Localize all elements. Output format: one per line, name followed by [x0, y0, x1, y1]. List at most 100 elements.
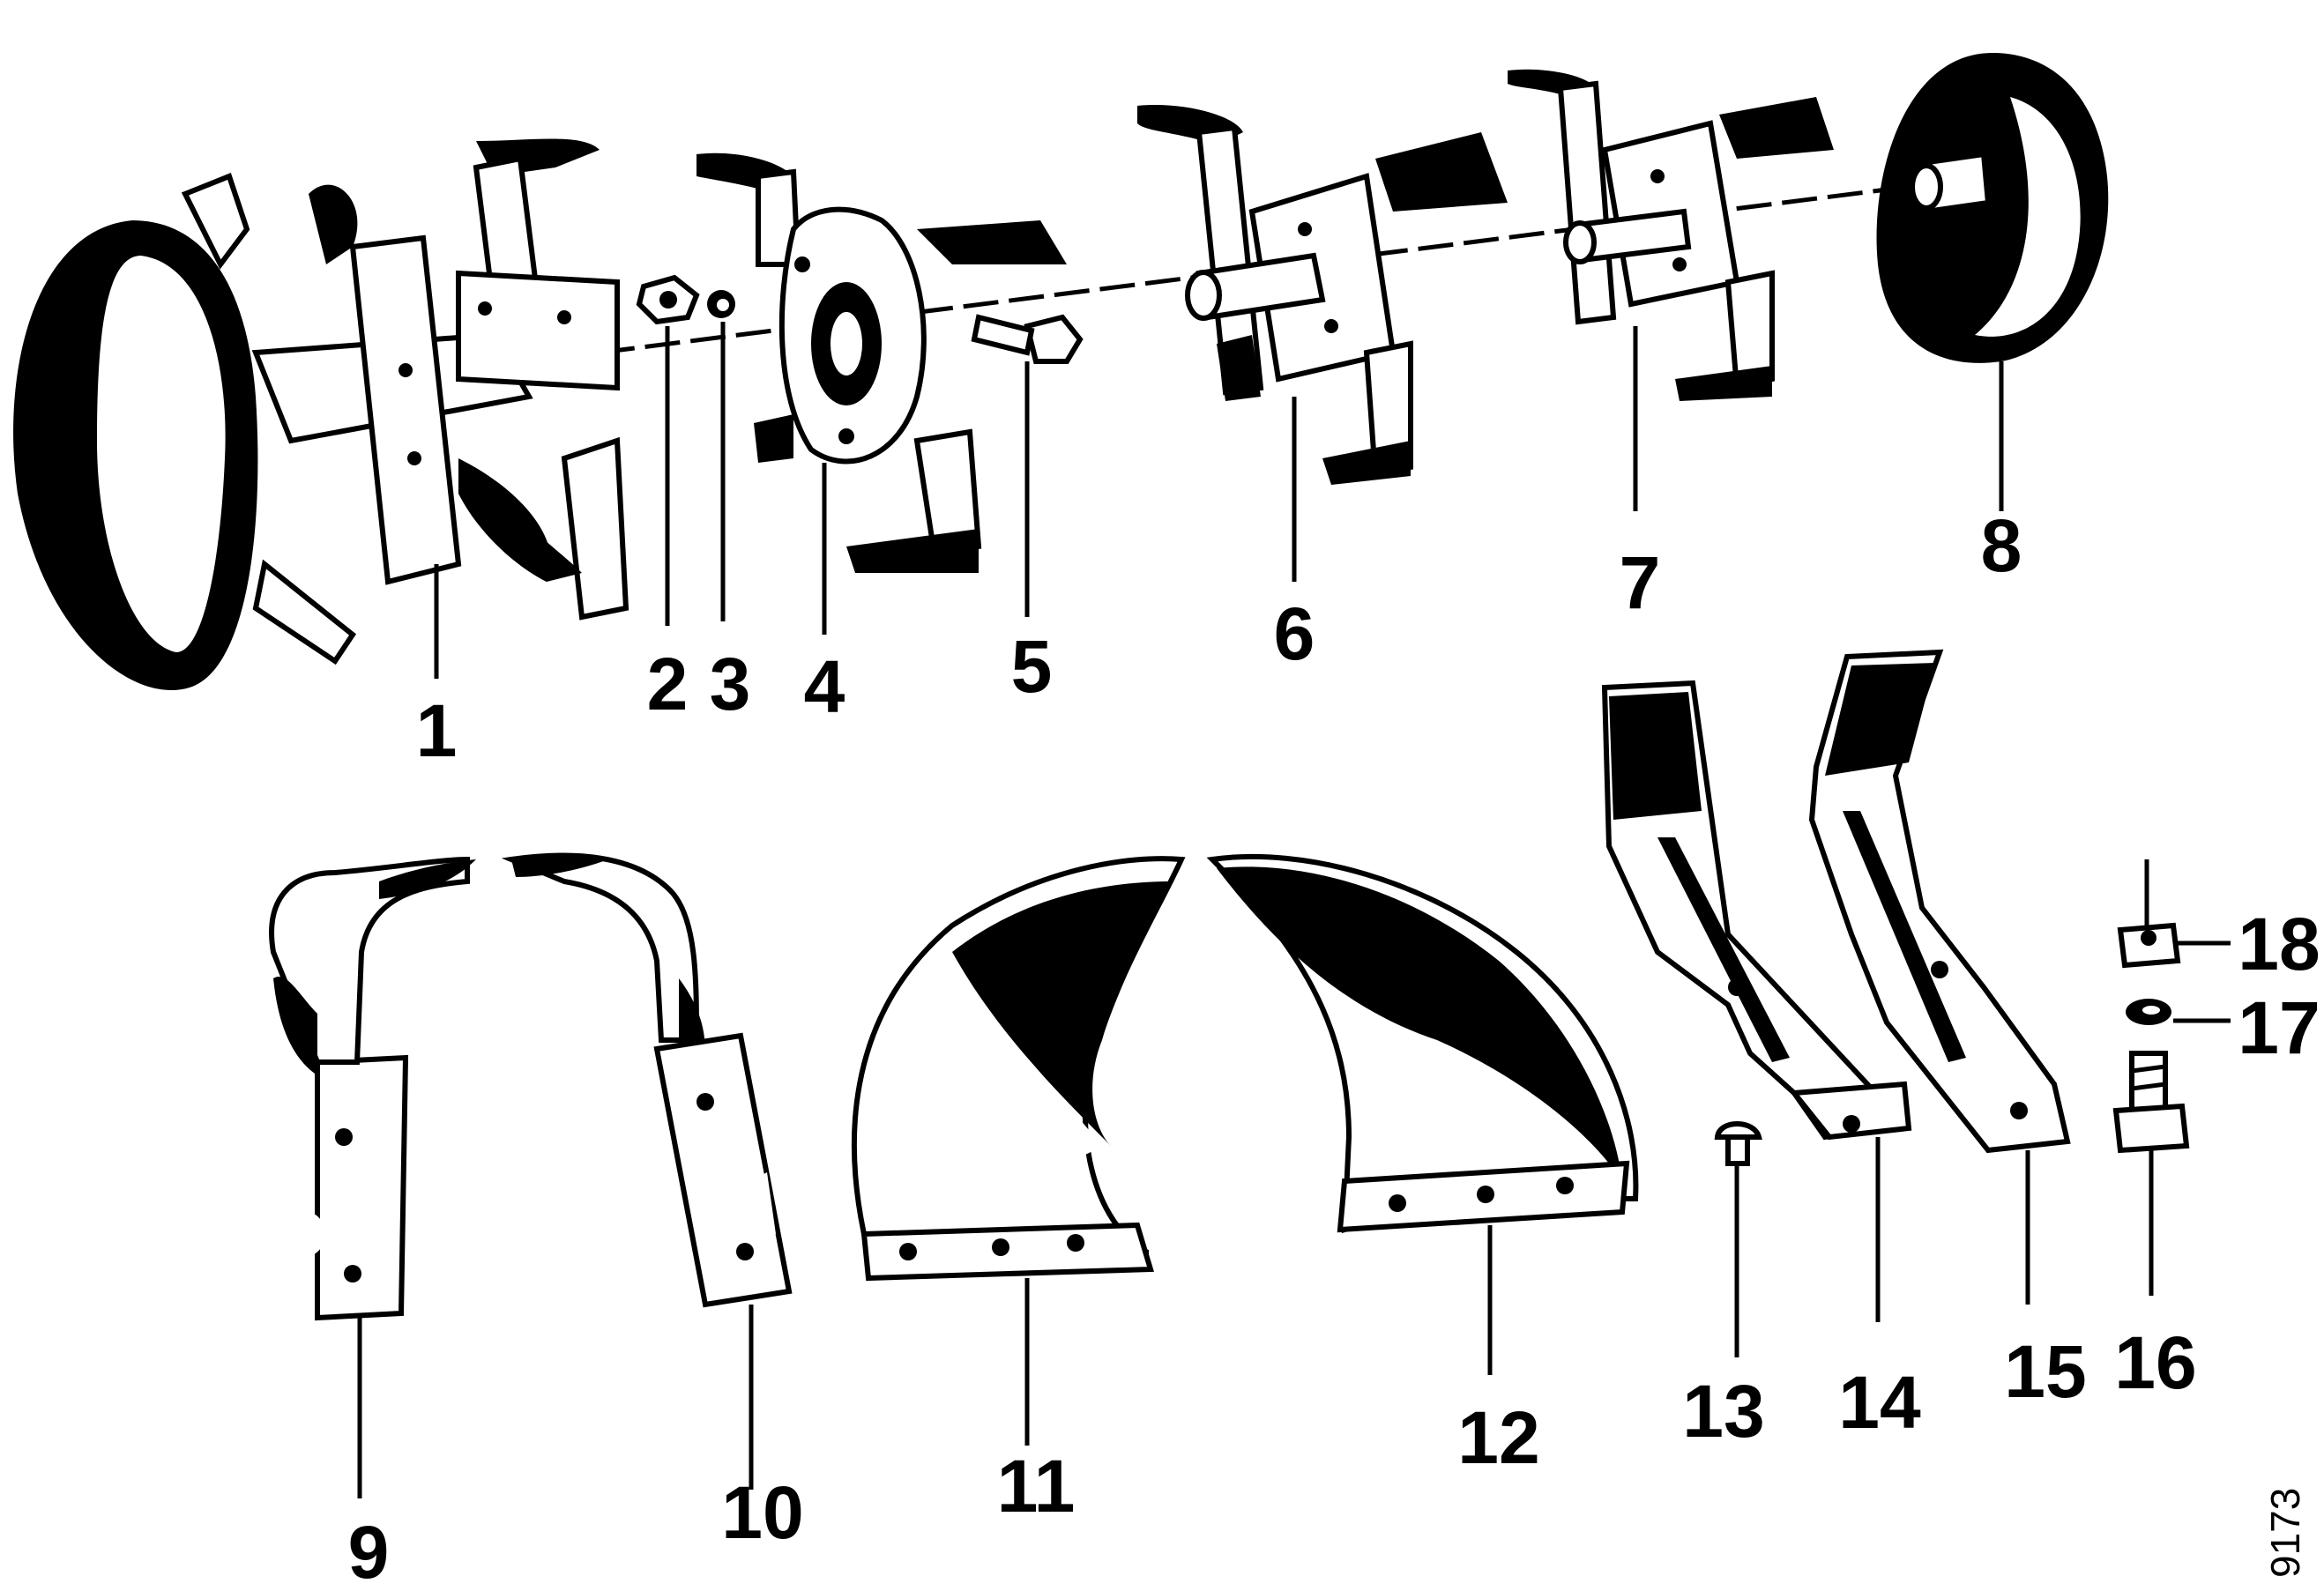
label-2: 2 — [647, 643, 689, 725]
section6-tine-foot — [1322, 441, 1411, 485]
label-18: 18 — [2238, 903, 2320, 985]
section6-tine-right — [1375, 132, 1508, 212]
hub-tine-right — [917, 220, 1067, 264]
label-7: 7 — [1620, 541, 1661, 624]
rotor-tine-upper-1 — [181, 173, 250, 270]
label-15: 15 — [2004, 1330, 2086, 1413]
blade9-hole — [344, 1265, 361, 1282]
nut18-bore — [2141, 930, 2156, 946]
label-6: 6 — [1274, 592, 1315, 675]
section6-tine-left — [1217, 335, 1261, 401]
shield12-hole — [1389, 1194, 1406, 1212]
hub-bore-inner — [831, 312, 862, 375]
blade10-body — [653, 1032, 793, 1308]
part-15-blade — [1808, 649, 2071, 1305]
blade10-hole — [736, 1243, 754, 1260]
bolt13-head — [1714, 1121, 1762, 1140]
label-10: 10 — [721, 1471, 803, 1554]
rotor-bolt-hole — [407, 451, 421, 465]
rotor-bracket-hole — [557, 310, 571, 324]
nut-bore — [659, 291, 677, 309]
blade10-neck — [501, 852, 700, 1043]
bolt16-shank — [2129, 1051, 2168, 1113]
blade15-hole — [2010, 1102, 2028, 1119]
rotor-bracket — [456, 270, 620, 391]
section7-hole — [1650, 169, 1665, 183]
shield11-inner-gap — [910, 996, 1102, 1199]
blade14-hole — [1843, 1115, 1860, 1133]
rotor-bolt-hole — [399, 363, 413, 377]
label-13: 13 — [1682, 1370, 1764, 1453]
shield11-hole — [899, 1243, 917, 1260]
part-13-carriage-bolt — [1714, 1121, 1762, 1357]
section6-hole — [1324, 319, 1338, 333]
rotor-bracket-hole — [478, 301, 492, 316]
part-8-right-disc — [1876, 53, 2109, 511]
blade10-hole — [696, 1093, 714, 1111]
hub-bolt-hole — [794, 256, 810, 272]
bolt16-head — [2112, 1103, 2190, 1154]
blade10-notch — [741, 1172, 776, 1234]
part-11-shield — [851, 856, 1186, 1446]
blade9-notch — [300, 1208, 326, 1260]
bolt16-thread — [2131, 1064, 2166, 1074]
blade10-shading — [679, 978, 705, 1058]
label-1: 1 — [416, 689, 458, 772]
blade9-tip — [379, 859, 476, 899]
part-9-blade — [269, 856, 476, 1498]
shield11-shading — [952, 881, 1173, 1146]
right-disc-bore — [1910, 163, 1943, 211]
part-5-bolt — [971, 314, 1084, 617]
blade10-tip — [511, 854, 608, 877]
reference-code: 9173 — [2262, 1488, 2308, 1578]
rotor-tine-2-tip — [494, 494, 582, 582]
rotor-blade-bottom — [252, 559, 357, 665]
part-4-hub-flange — [696, 152, 1067, 635]
blade14-top-shading — [1609, 692, 1702, 820]
bolt-shank — [971, 314, 1035, 356]
left-disc-inner — [97, 256, 226, 652]
section7-hole — [1672, 257, 1687, 271]
shield12-shading — [1217, 866, 1622, 1181]
part-17-washer — [2126, 999, 2231, 1025]
blade15-body — [1808, 649, 2071, 1154]
section6-hole — [1298, 222, 1312, 236]
part-2-nut — [636, 274, 700, 626]
blade15-hole — [1931, 961, 1948, 978]
hub-tine-lower-foot — [846, 529, 979, 573]
blade9-hole — [335, 1128, 353, 1146]
label-4: 4 — [804, 645, 845, 728]
shield11-hole — [1067, 1234, 1084, 1252]
section7-tine-arm — [1557, 80, 1617, 325]
right-disc-inner — [1975, 97, 2081, 337]
washer-hole — [717, 299, 729, 311]
washer17-hole — [2142, 1006, 2160, 1015]
rotor-flange — [349, 234, 462, 585]
rotor-tine-2-lower — [561, 436, 629, 621]
blade9-neck — [269, 856, 470, 1065]
section7-tine-right — [1719, 97, 1834, 159]
label-11: 11 — [997, 1445, 1076, 1528]
label-12: 12 — [1457, 1396, 1539, 1479]
shield11-hole — [992, 1238, 1009, 1256]
blade15-top-shading — [1825, 663, 1935, 776]
hub-bolt-hole — [838, 428, 854, 444]
shield12-hole — [1556, 1177, 1574, 1194]
section7-tine-foot — [1675, 366, 1772, 401]
section7-shaft-end — [1563, 220, 1597, 264]
label-14: 14 — [1838, 1361, 1921, 1444]
rotor-tine-upper-2 — [309, 184, 358, 264]
blade15-stripe — [1843, 811, 1966, 1062]
label-8: 8 — [1981, 504, 2022, 587]
label-5: 5 — [1011, 625, 1053, 708]
part-14-blade — [1601, 680, 1912, 1322]
part-18-nut — [2117, 859, 2231, 969]
shield12-hole — [1477, 1186, 1494, 1203]
blade9-shading — [273, 977, 317, 1075]
section6-shaft-end — [1185, 270, 1222, 321]
blade14-hole — [1728, 978, 1746, 996]
part-1-dish-rotor — [13, 138, 629, 691]
hub-tine-left-foot — [754, 414, 793, 463]
blade14-foot — [1789, 1081, 1912, 1141]
